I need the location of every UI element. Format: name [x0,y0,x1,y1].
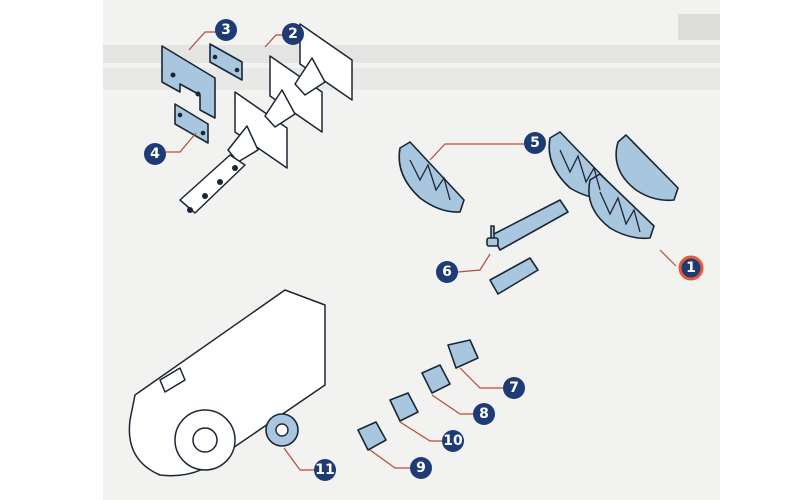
callout-1-highlighted: 1 [678,255,704,281]
part-2-plate [209,43,243,81]
svg-text:11: 11 [315,462,334,478]
callout-6: 6 [436,261,458,283]
svg-text:4: 4 [150,146,160,162]
faint-table-header [103,68,720,90]
callout-4: 4 [144,143,166,165]
chain-assembly-outline [179,23,353,214]
svg-text:3: 3 [221,22,231,38]
part-4-plate [174,103,209,144]
svg-text:8: 8 [479,406,489,422]
svg-text:1: 1 [686,260,696,276]
part-6-bolt [486,225,499,247]
callout-8: 8 [473,403,495,425]
svg-text:6: 6 [442,264,452,280]
callout-7: 7 [503,377,525,399]
callout-9: 9 [410,457,432,479]
faint-tab [678,14,720,40]
part-10-link [389,392,419,422]
callout-11: 11 [314,459,336,481]
part-1-chain-with-flights [489,131,679,295]
callout-3: 3 [215,19,237,41]
svg-text:10: 10 [443,433,463,449]
callout-2: 2 [282,23,304,45]
drum-housing-outline [128,289,326,477]
svg-text:2: 2 [288,26,298,42]
part-8-link [421,364,451,394]
part-9-link [357,421,387,451]
svg-text:9: 9 [416,460,426,476]
svg-text:5: 5 [530,135,540,151]
callout-5: 5 [524,132,546,154]
part-11-sprocket [265,413,299,447]
svg-text:7: 7 [509,380,519,396]
faint-table-band [103,45,720,63]
part-7-link [447,339,479,369]
callout-10: 10 [442,430,464,452]
